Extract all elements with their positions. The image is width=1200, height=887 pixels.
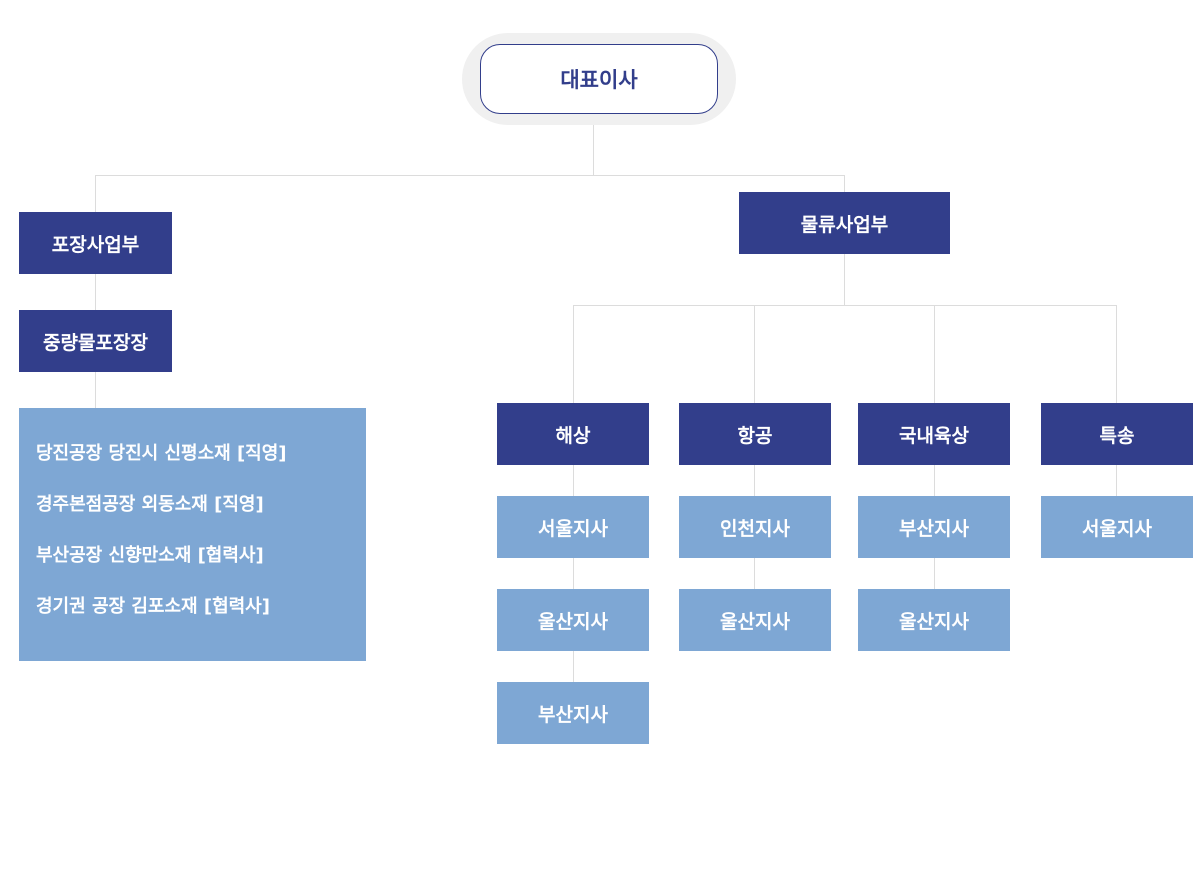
branch-box: 인천지사 xyxy=(679,496,831,558)
connector-logistics-horizontal xyxy=(573,305,1117,306)
branch-box: 울산지사 xyxy=(679,589,831,651)
site-line: 당진공장 당진시 신평소재 [직영] xyxy=(36,443,287,464)
packaging-division: 포장사업부 xyxy=(19,212,172,274)
team-air: 항공 xyxy=(679,403,831,465)
branch-box: 부산지사 xyxy=(858,496,1010,558)
branch-box: 부산지사 xyxy=(497,682,649,744)
branch-box: 울산지사 xyxy=(497,589,649,651)
packaging-sites-panel: 당진공장 당진시 신평소재 [직영] 경주본점공장 외동소재 [직영] 부산공장… xyxy=(19,408,366,661)
site-line: 경주본점공장 외동소재 [직영] xyxy=(36,494,264,515)
site-line: 부산공장 신향만소재 [협력사] xyxy=(36,545,264,566)
branch-box: 서울지사 xyxy=(1041,496,1193,558)
branch-box: 울산지사 xyxy=(858,589,1010,651)
logistics-division: 물류사업부 xyxy=(739,192,950,254)
connector-top-horizontal xyxy=(95,175,845,176)
team-sea: 해상 xyxy=(497,403,649,465)
branch-box: 서울지사 xyxy=(497,496,649,558)
connector-ceo-down xyxy=(593,125,594,175)
team-domestic-land: 국내육상 xyxy=(858,403,1010,465)
heavy-packaging-plant: 중량물포장장 xyxy=(19,310,172,372)
connector-packaging-down xyxy=(95,175,96,408)
team-express: 특송 xyxy=(1041,403,1193,465)
ceo-node: 대표이사 xyxy=(462,33,736,125)
site-line: 경기권 공장 김포소재 [협력사] xyxy=(36,596,270,617)
ceo-label: 대표이사 xyxy=(480,44,718,114)
